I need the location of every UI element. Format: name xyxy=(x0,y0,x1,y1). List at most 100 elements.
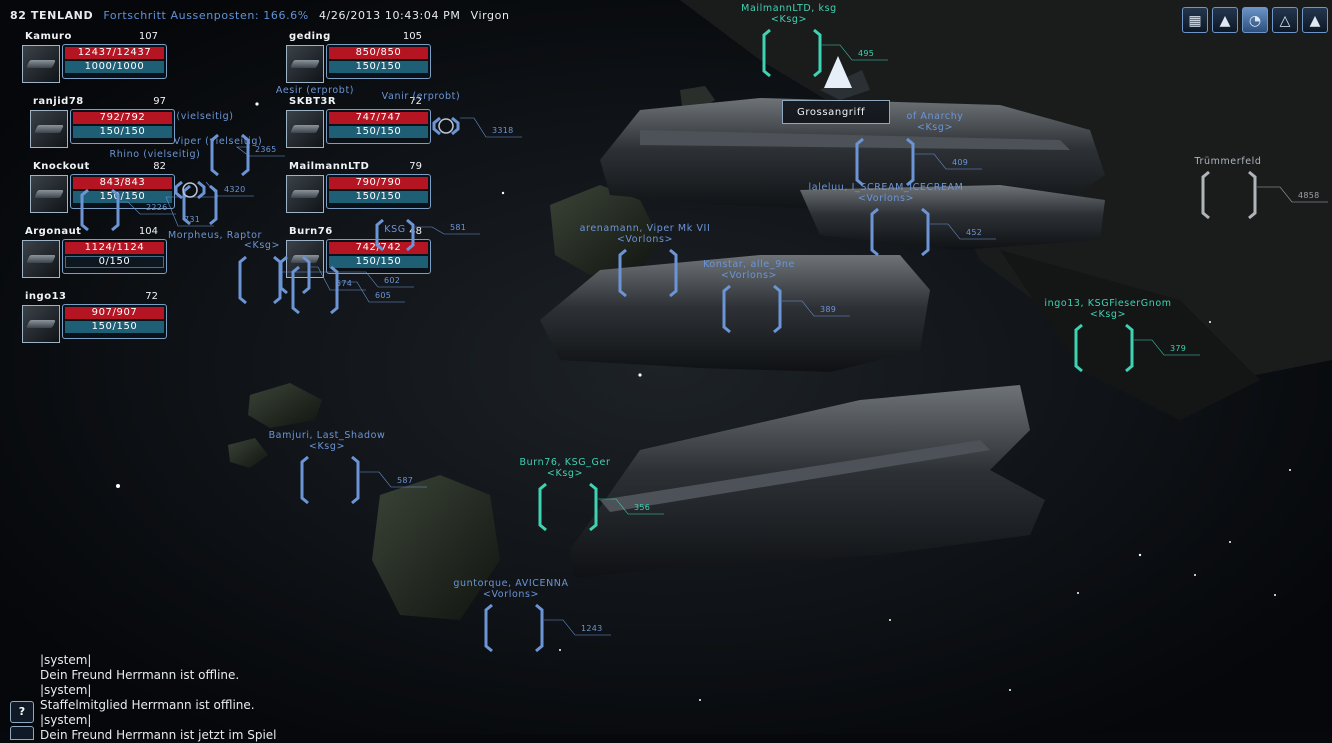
attack-button[interactable]: Grossangriff xyxy=(782,100,890,124)
target-label[interactable]: Trümmerfeld xyxy=(1194,156,1261,167)
target-label[interactable]: arenamann, Viper Mk VII<Vorlons> xyxy=(580,223,711,245)
shield-bar: 150/150 xyxy=(329,256,428,268)
member-name: MailmannLTD xyxy=(289,161,370,172)
target-label[interactable]: Morpheus, Raptor xyxy=(168,230,262,241)
formation-icon[interactable]: △ xyxy=(1272,7,1298,33)
target-distance: 452 xyxy=(966,228,983,237)
target-name: Viper (vielseitig) xyxy=(173,136,263,147)
asteroids xyxy=(228,86,715,620)
location-name: Virgon xyxy=(470,9,510,22)
target-label[interactable]: (vielseitig) xyxy=(176,111,233,122)
target-distance: 2365 xyxy=(255,145,277,154)
help-button[interactable]: ? xyxy=(10,701,34,723)
health-bars: 792/792 150/150 xyxy=(70,109,175,144)
health-bars: 747/747 150/150 xyxy=(326,109,431,144)
ship-thumbnail xyxy=(286,45,324,83)
target-label[interactable]: of Anarchy<Ksg> xyxy=(906,111,963,133)
health-bars: 12437/12437 1000/1000 xyxy=(62,44,167,79)
chat-line: |system| xyxy=(40,683,92,697)
member-name: ranjid78 xyxy=(33,96,84,107)
chat-log: |system| Dein Freund Herrmann ist offlin… xyxy=(40,653,277,743)
squad-member[interactable]: Argonaut 104 1124/1124 0/150 xyxy=(22,226,167,279)
target-name: of Anarchy xyxy=(906,111,964,122)
target-label[interactable]: KSG xyxy=(384,224,405,235)
target-name: ingo13, KSGFieserGnom xyxy=(1044,298,1172,309)
target-name: arenamann, Viper Mk VII xyxy=(579,223,711,234)
target-name: Burn76, KSG_Ger xyxy=(519,457,611,468)
target-name: Konstar, alle_9ne xyxy=(703,259,795,270)
target-label[interactable]: ingo13, KSGFieserGnom<Ksg> xyxy=(1044,298,1171,320)
target-guild: <Ksg> xyxy=(916,122,954,133)
target-distance: 587 xyxy=(397,476,414,485)
hull-bar: 790/790 xyxy=(329,177,428,189)
target-name: Rhino (vielseitig) xyxy=(109,149,201,160)
squad-member[interactable]: SKBT3R 72 747/747 150/150 xyxy=(286,96,431,149)
target-label[interactable]: Konstar, alle_9ne<Vorlons> xyxy=(703,259,795,281)
target-guild: <Vorlons> xyxy=(616,234,674,245)
station-icon[interactable]: ▲ xyxy=(1212,7,1238,33)
capital-ships xyxy=(540,70,1105,578)
shield-bar: 1000/1000 xyxy=(65,61,164,73)
ship-thumbnail xyxy=(286,240,324,278)
squad-member[interactable]: MailmannLTD 79 790/790 150/150 xyxy=(286,161,431,214)
squad-member[interactable]: ingo13 72 907/907 150/150 xyxy=(22,291,167,344)
health-bars: 742/742 150/150 xyxy=(326,239,431,274)
target-guild: <Ksg> xyxy=(546,468,584,479)
target-label[interactable]: Aesir (erprobt) xyxy=(276,85,354,96)
target-name: (vielseitig) xyxy=(176,111,234,122)
target-label[interactable]: Vanir (erprobt) xyxy=(382,91,461,102)
fleet-icon[interactable]: ▲ xyxy=(1302,7,1328,33)
member-name: geding xyxy=(289,31,331,42)
squad-member[interactable]: ranjid78 97 792/792 150/150 xyxy=(30,96,175,149)
target-guild: <Vorlons> xyxy=(720,270,778,281)
member-name: SKBT3R xyxy=(289,96,337,107)
hull-bar: 747/747 xyxy=(329,112,428,124)
shield-bar: 150/150 xyxy=(329,191,428,203)
target-distance: 602 xyxy=(384,276,401,285)
target-label[interactable]: Burn76, KSG_Ger<Ksg> xyxy=(520,457,611,479)
target-label[interactable]: Viper (vielseitig) xyxy=(174,136,263,147)
target-distance: 581 xyxy=(450,223,467,232)
ship-thumbnail xyxy=(286,175,324,213)
target-label[interactable]: Bamjuri, Last_Shadow<Ksg> xyxy=(269,430,386,452)
radar-icon[interactable]: ◔ xyxy=(1242,7,1268,33)
target-name: Morpheus, Raptor xyxy=(167,230,263,241)
target-distance: 605 xyxy=(375,291,392,300)
target-name: MailmannLTD, ksg xyxy=(741,3,837,14)
chat-line: Staffelmitglied Herrmann ist offline. xyxy=(40,698,255,712)
shield-bar: 150/150 xyxy=(73,191,172,203)
member-level: 79 xyxy=(409,161,422,172)
shield-bar: 150/150 xyxy=(329,126,428,138)
health-bars: 790/790 150/150 xyxy=(326,174,431,209)
map-icon[interactable]: ▦ xyxy=(1182,7,1208,33)
target-label[interactable]: <Ksg> xyxy=(244,240,280,251)
outpost-progress: Fortschritt Aussenposten: 166.6% xyxy=(103,9,309,22)
star-field xyxy=(116,102,1291,701)
target-distance: 389 xyxy=(820,305,837,314)
target-label[interactable]: MailmannLTD, ksg<Ksg> xyxy=(741,3,837,25)
target-name: KSG xyxy=(384,224,406,235)
shield-bar: 0/150 xyxy=(65,256,164,268)
target-guild: <Vorlons> xyxy=(482,589,540,600)
target-name: Bamjuri, Last_Shadow xyxy=(268,430,386,441)
target-label[interactable]: laleluu, I_SCREAM_ICECREAM<Vorlons> xyxy=(809,182,964,204)
target-label[interactable]: Rhino (vielseitig) xyxy=(110,149,201,160)
hull-bar: 907/907 xyxy=(65,307,164,319)
squad-member[interactable]: Burn76 48 742/742 150/150 xyxy=(286,226,431,279)
target-name: Aesir (erprobt) xyxy=(275,85,355,96)
ship-thumbnail xyxy=(22,45,60,83)
chat-toggle-button[interactable] xyxy=(10,726,34,740)
squad-member[interactable]: geding 105 850/850 150/150 xyxy=(286,31,431,84)
ship-thumbnail xyxy=(286,110,324,148)
ship-thumbnail xyxy=(22,240,60,278)
target-label[interactable]: guntorque, AVICENNA<Vorlons> xyxy=(453,578,568,600)
hud-toolbar: ▦ ▲ ◔ △ ▲ xyxy=(1182,7,1328,33)
shield-bar: 150/150 xyxy=(73,126,172,138)
member-name: ingo13 xyxy=(25,291,67,302)
squad-member[interactable]: Kamuro 107 12437/12437 1000/1000 xyxy=(22,31,167,84)
player-ship-marker xyxy=(824,56,852,88)
member-level: 104 xyxy=(138,226,158,237)
ship-thumbnail xyxy=(30,175,68,213)
hull-bar: 792/792 xyxy=(73,112,172,124)
member-level: 105 xyxy=(402,31,422,42)
